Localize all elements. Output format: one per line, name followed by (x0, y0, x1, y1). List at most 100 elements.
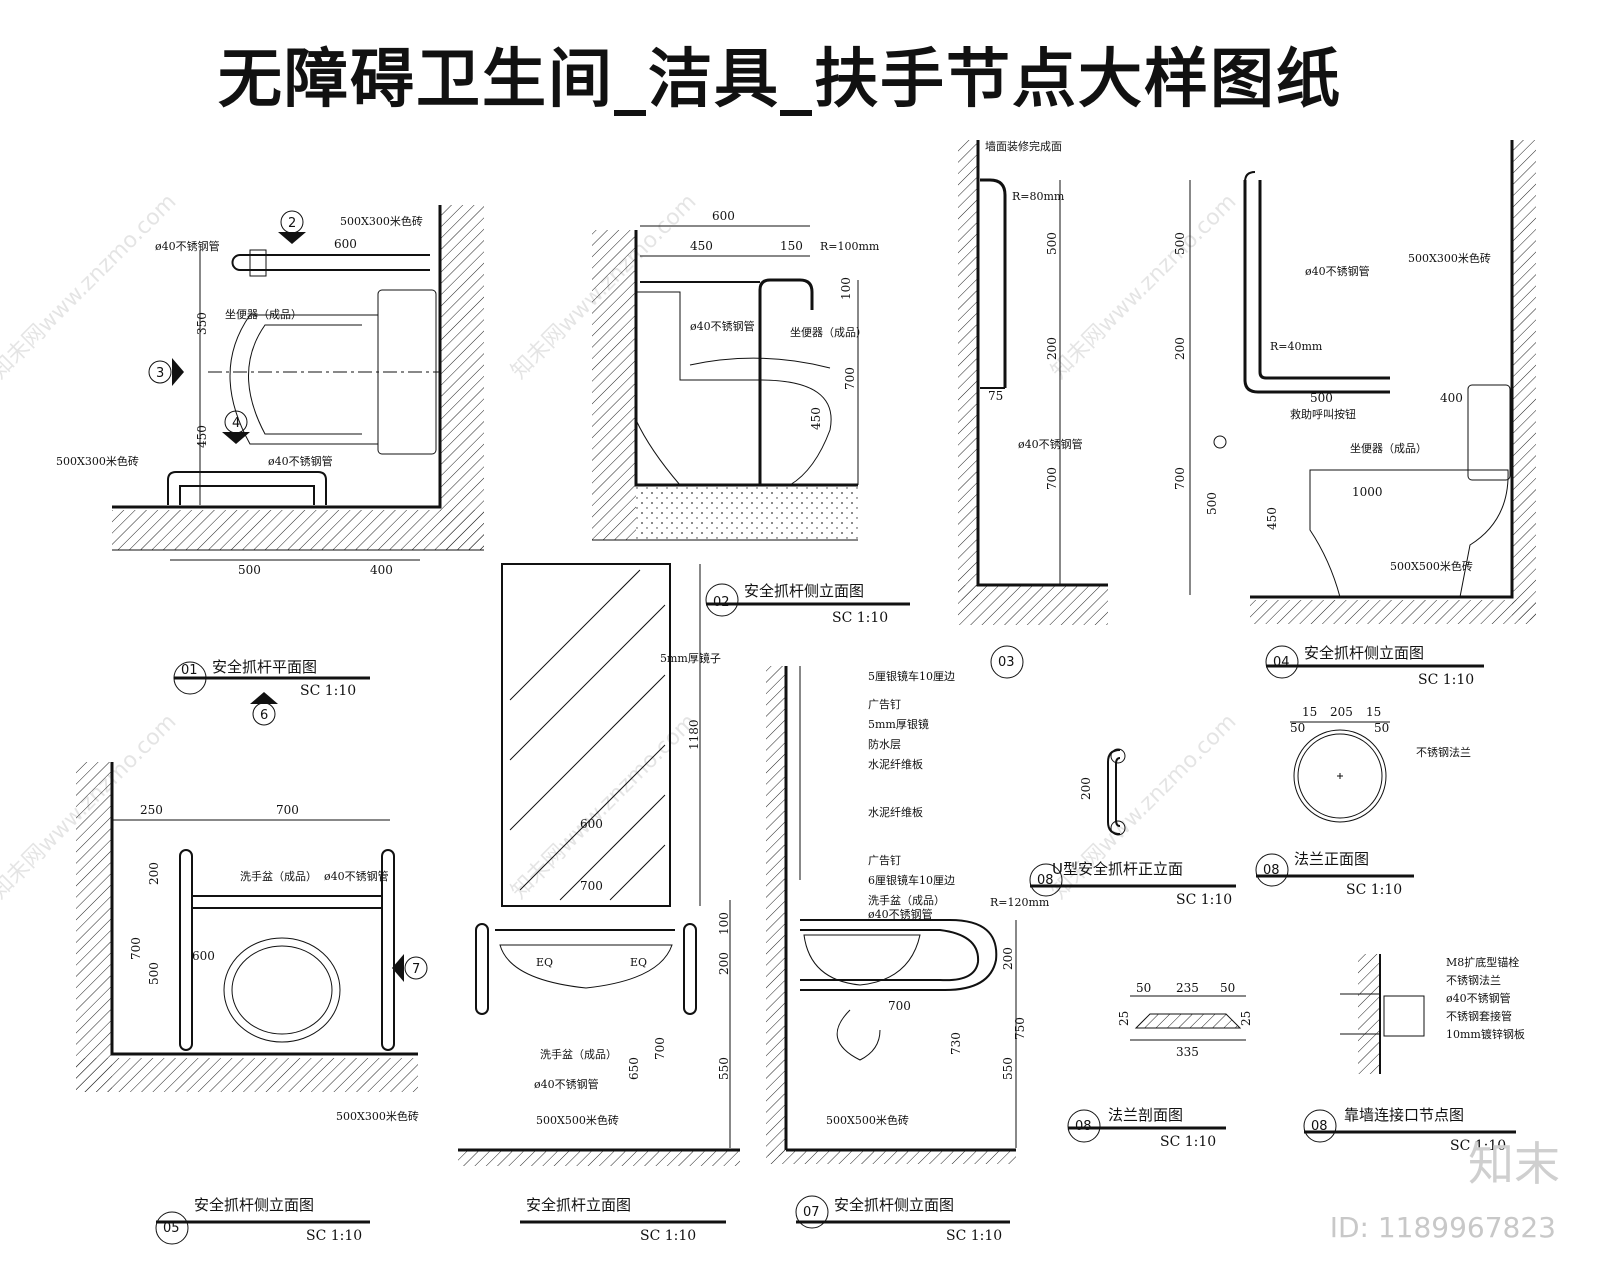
dim-label: 350 (195, 312, 209, 335)
drawing-02-side-elevation (592, 225, 859, 541)
dim-label: 400 (1440, 391, 1463, 405)
label-node: ø40不锈钢管 (1446, 991, 1511, 1005)
dim-label: 15 (1366, 705, 1381, 719)
svg-text:安全抓杆平面图: 安全抓杆平面图 (212, 658, 317, 676)
drawing-08-u-bar (1107, 748, 1126, 836)
svg-text:SC 1:10: SC 1:10 (1160, 1134, 1216, 1150)
dim-label: 25 (1239, 1011, 1253, 1026)
dim-label: 200 (147, 862, 161, 885)
dim-label: 550 (717, 1057, 731, 1080)
label-toilet: 坐便器（成品） (1350, 442, 1427, 455)
svg-text:01: 01 (181, 663, 198, 678)
svg-text:4: 4 (232, 416, 240, 431)
svg-text:SC 1:10: SC 1:10 (832, 610, 888, 626)
drawing-caption-08b: 08 法兰正面图 SC 1:10 (1255, 850, 1414, 898)
drawing-08-flange-front (1290, 721, 1390, 823)
label-node: 不锈钢套接管 (1446, 1009, 1512, 1023)
label-eq: EQ (536, 956, 553, 969)
dim-label: 150 (780, 239, 803, 253)
dim-label: 500 (1205, 492, 1219, 515)
svg-text:08: 08 (1037, 873, 1054, 888)
label-layer: 5厘银镜车10厘边 (868, 669, 955, 683)
label-tile: 500X300米色砖 (340, 214, 423, 228)
dim-label: 1180 (687, 719, 701, 750)
label-toilet: 坐便器（成品） (225, 308, 302, 321)
svg-text:SC 1:10: SC 1:10 (1450, 1138, 1506, 1154)
drawing-caption-01: 01 安全抓杆平面图 SC 1:10 (173, 658, 370, 699)
label-flange: 不锈钢法兰 (1416, 745, 1471, 759)
svg-text:3: 3 (156, 366, 164, 381)
drawing-08-wall-connection (1340, 954, 1425, 1074)
dim-label: 700 (129, 937, 143, 960)
dim-label: 500 (1173, 232, 1187, 255)
watermark-text: 知未网www.znzmo.com (0, 189, 181, 384)
svg-text:安全抓杆侧立面图: 安全抓杆侧立面图 (834, 1196, 954, 1214)
label-pipe: ø40不锈钢管 (868, 907, 933, 921)
section-marker: 7 (392, 954, 428, 982)
svg-text:靠墙连接口节点图: 靠墙连接口节点图 (1344, 1106, 1464, 1124)
drawing-05-side-elevation (76, 762, 418, 1092)
svg-text:02: 02 (713, 595, 730, 610)
watermark-text: 知未网www.znzmo.com (1047, 189, 1242, 384)
drawing-01-plan (112, 205, 484, 561)
drawing-caption-05: 05 安全抓杆侧立面图 SC 1:10 (155, 1196, 370, 1245)
svg-text:SC 1:10: SC 1:10 (1418, 672, 1474, 688)
dim-label: 400 (370, 563, 393, 577)
label-radius: R=80mm (1012, 190, 1065, 203)
label-layer: 广告钉 (868, 854, 901, 867)
dim-label: 600 (334, 237, 357, 251)
label-wall: 墙面装修完成面 (985, 139, 1062, 153)
drawing-caption-02: 02 安全抓杆侧立面图 SC 1:10 (705, 582, 910, 626)
svg-text:SC 1:10: SC 1:10 (1176, 892, 1232, 908)
dim-label: 550 (1001, 1057, 1015, 1080)
image-id-label: ID: 1189967823 (1329, 1211, 1556, 1244)
dim-label: 500 (1045, 232, 1059, 255)
svg-text:08: 08 (1263, 863, 1280, 878)
dim-label: 700 (653, 1037, 667, 1060)
dim-label: 650 (627, 1057, 641, 1080)
dim-label: 600 (580, 817, 603, 831)
dim-label: 750 (1013, 1017, 1027, 1040)
svg-text:SC 1:10: SC 1:10 (300, 683, 356, 699)
label-tile: 500X300米色砖 (56, 454, 139, 468)
svg-text:03: 03 (998, 655, 1015, 670)
label-basin: 洗手盆（成品） (868, 893, 945, 907)
drawing-caption-04: 04 安全抓杆侧立面图 SC 1:10 (1265, 644, 1484, 688)
label-pipe: ø40不锈钢管 (155, 239, 220, 253)
label-layer: 广告钉 (868, 698, 901, 711)
section-marker: 4 (222, 410, 250, 444)
drawing-04-side-elevation (1189, 140, 1536, 624)
drawing-caption-08c: 08 法兰剖面图 SC 1:10 (1067, 1106, 1226, 1150)
dim-label: 600 (192, 949, 215, 963)
dim-label: 335 (1176, 1045, 1199, 1059)
label-eq: EQ (630, 956, 647, 969)
dim-label: 15 (1302, 705, 1317, 719)
drawing-06-elevation (458, 563, 740, 1166)
dim-label: 100 (717, 912, 731, 935)
drawing-caption-08d: 08 靠墙连接口节点图 SC 1:10 (1303, 1106, 1516, 1154)
svg-text:08: 08 (1075, 1119, 1092, 1134)
svg-text:SC 1:10: SC 1:10 (306, 1228, 362, 1244)
brand-logo: 知末 (1468, 1137, 1560, 1191)
dim-label: 450 (809, 407, 823, 430)
section-marker: 2 (278, 210, 306, 244)
page-title: 无障碍卫生间_洁具_扶手节点大样图纸 (218, 43, 1342, 117)
svg-text:6: 6 (260, 708, 268, 723)
label-layer: 6厘银镜车10厘边 (868, 873, 955, 887)
label-pipe: ø40不锈钢管 (324, 869, 389, 883)
label-toilet: 坐便器（成品） (790, 326, 867, 339)
dim-label: 200 (1045, 337, 1059, 360)
drawing-08-flange-section (1130, 995, 1246, 1041)
dim-label: 500 (1310, 391, 1333, 405)
dim-label: 100 (839, 277, 853, 300)
svg-text:法兰剖面图: 法兰剖面图 (1108, 1106, 1183, 1124)
dim-label: 450 (195, 425, 209, 448)
watermark-text: 知未网www.znzmo.com (507, 709, 702, 904)
drawing-07-side-elevation (766, 666, 1017, 1164)
dim-label: 50 (1374, 721, 1389, 735)
dim-label: 450 (1265, 507, 1279, 530)
label-node: 不锈钢法兰 (1446, 973, 1501, 987)
svg-text:2: 2 (288, 216, 296, 231)
dim-label: 700 (888, 999, 911, 1013)
